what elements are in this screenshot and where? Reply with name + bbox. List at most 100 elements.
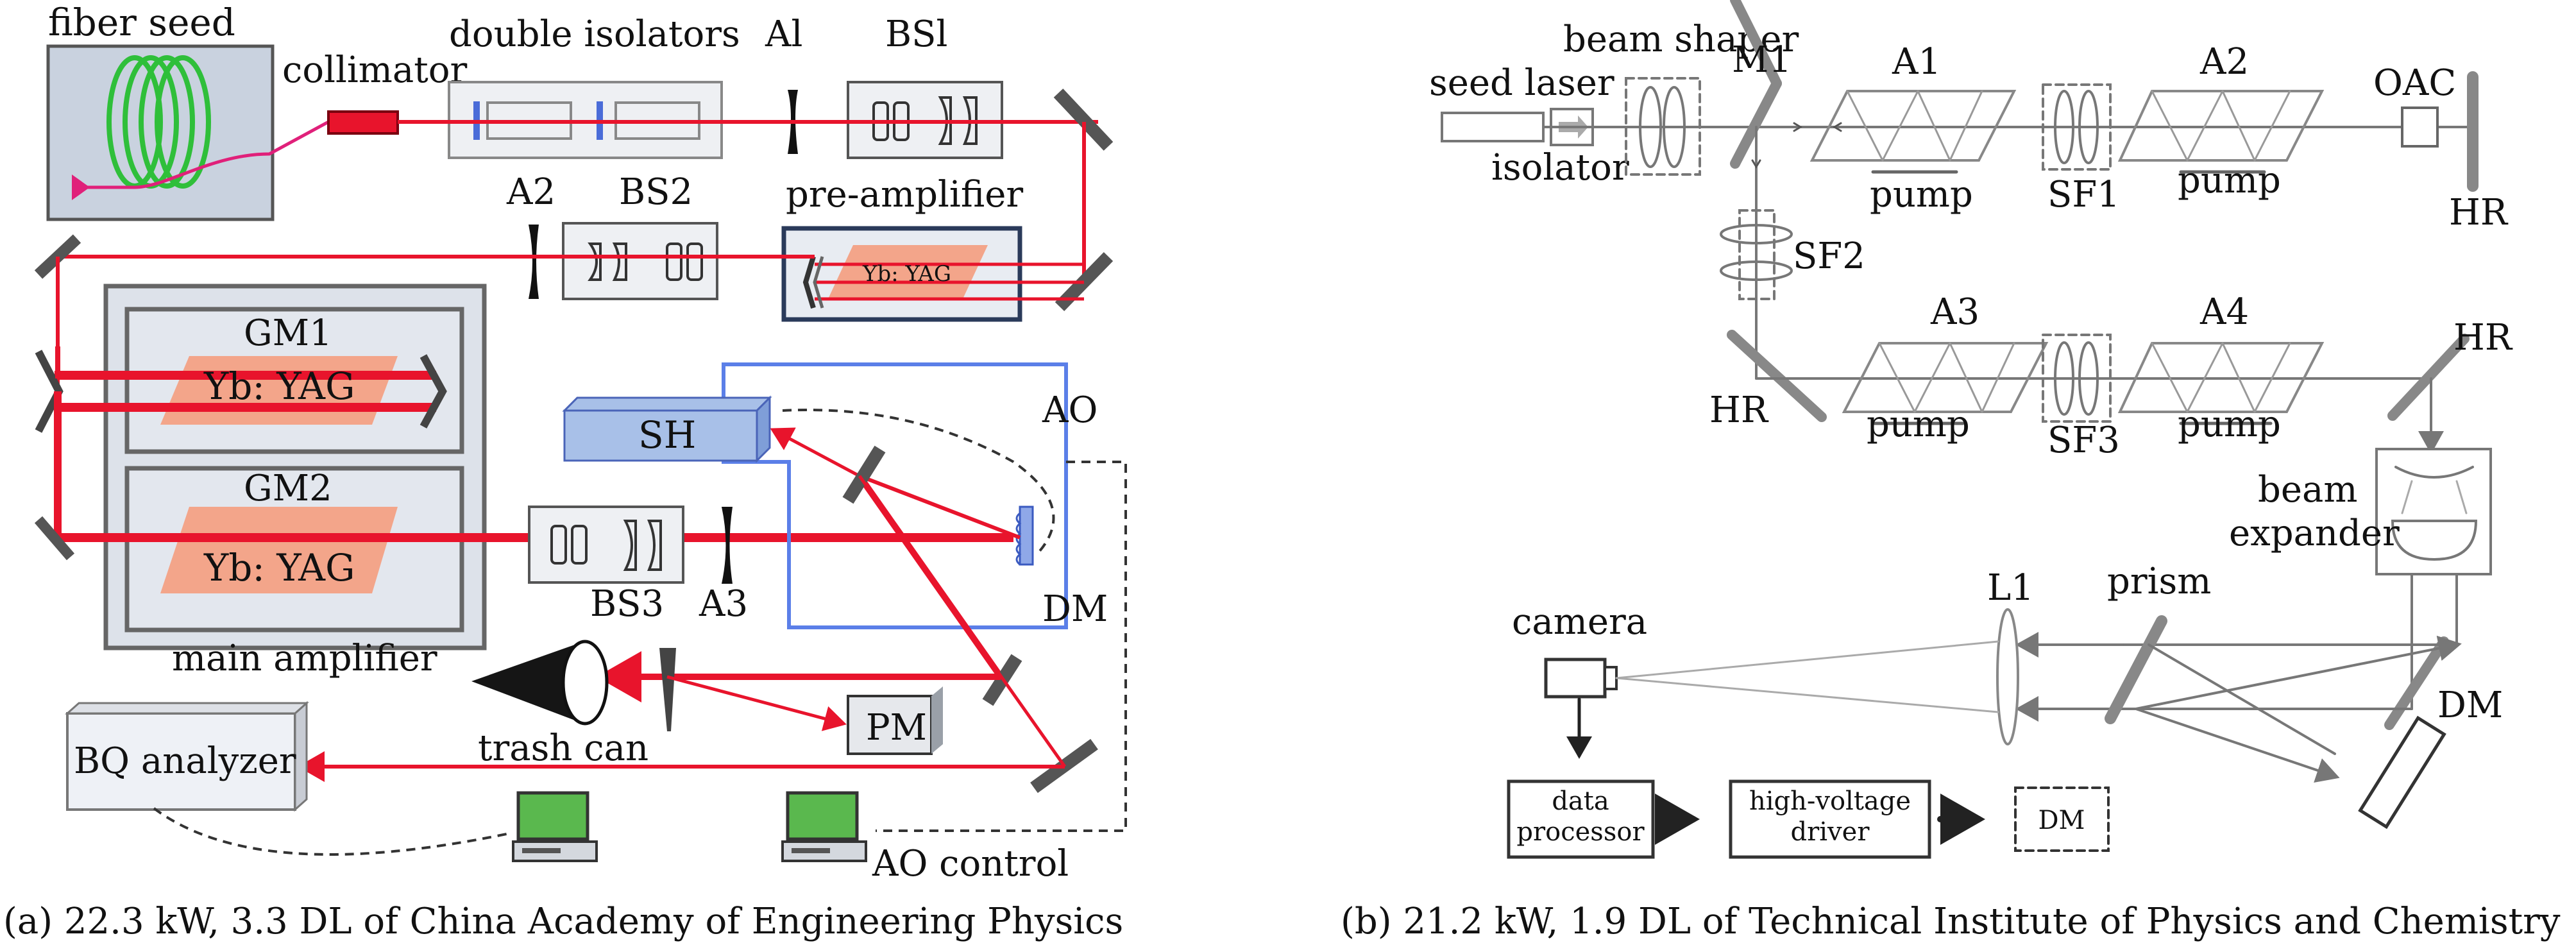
fiber-seed-box [46,44,330,221]
oac [2401,106,2439,148]
beam-expander-label-2: expander [2229,513,2400,554]
camera-label: camera [1512,601,1647,643]
hr-corner-label: HR [2453,317,2513,359]
a4-label-b: A4 [2199,291,2249,333]
caption-a: (a) 22.3 kW, 3.3 DL of China Academy of … [3,901,1123,942]
mirror-ao-upper [842,445,886,504]
bs1-label: BSl [885,13,947,55]
hr-right-label: HR [2449,192,2509,234]
amplifier-a2 [2117,90,2325,174]
beam-splitter-bs2 [562,222,718,300]
mirror-left-gm2 [34,516,75,561]
data-processor [1507,779,1655,859]
gm2-yb-yag: Yb: YAG [203,546,355,590]
camera [1544,658,1618,699]
pre-amp-yb-yag: Yb: YAG [862,261,951,287]
amplifier-a3 [1842,342,2049,425]
m1-label: M1 [1732,39,1792,81]
pump4-label: pump [2178,404,2281,445]
caption-b: (b) 21.2 kW, 1.9 DL of Technical Institu… [1341,901,2561,942]
aperture-a3 [722,507,733,584]
mirror-m1 [1730,0,1782,89]
ao-region [722,362,1068,629]
trash-can-label: trash can [478,727,648,769]
computer-ao [781,791,867,862]
trash-can [471,640,609,726]
mirror-hr-corner [2387,334,2470,421]
amplifier-a4 [2117,342,2325,425]
data-processor-line1: data [1552,786,1609,816]
sf3-label: SF3 [2047,420,2120,461]
a3-label: A3 [699,583,748,625]
mirror-top-right [1053,89,1114,151]
high-voltage-driver [1729,779,1931,859]
bq-analyzer-label: BQ analyzer [74,740,296,782]
double-isolators-label: double isolators [449,13,740,55]
hv-driver-line1: high-voltage [1749,786,1911,816]
l1-label: L1 [1987,567,2034,609]
sf1-label: SF1 [2047,174,2120,216]
panel-a: fiber seed collimator double isolators A… [3,1,1127,942]
spatial-filter-sf3 [2042,334,2112,423]
ao-control-loop [876,461,1127,832]
gm1-yb-yag: Yb: YAG [203,364,355,408]
dm-box-label: DM [2038,806,2085,835]
power-meter [847,686,943,755]
a1-label-b: A1 [1892,41,1941,83]
gm1-label: GM1 [244,312,332,354]
sh-label: SH [638,413,696,457]
hv-driver-line2: driver [1791,817,1870,847]
collimator-label: collimator [282,49,468,91]
dm-label: DM [1042,588,1108,630]
pre-amplifier [781,226,1084,322]
aperture-a2 [529,225,539,299]
a3-label-b: A3 [1930,291,1979,333]
lens-l1 [1996,608,2019,745]
gain-module-gm1 [55,307,464,454]
computer-bq [512,791,598,862]
bs3-label: BS3 [590,583,664,625]
dm-label-b: DM [2437,684,2503,726]
mirror-dm-b [2384,636,2449,730]
seed-laser [1441,112,1545,142]
sh-dm-link [782,409,1055,553]
main-amplifier-label: main amplifier [172,638,437,679]
beam-splitter-bs3 [528,506,684,584]
sh-sensor [562,395,772,463]
isolator-label: isolator [1491,147,1629,189]
beam-expander-label-1: beam [2258,469,2357,511]
pump2-label: pump [2178,160,2281,201]
dm-box-b [2014,786,2110,852]
spatial-filter-sf2 [1720,209,1793,300]
gm2-label: GM2 [244,468,332,509]
oac-label: OAC [2373,62,2456,104]
mirror-hr-left [1727,330,1827,422]
pm-label: PM [866,707,927,749]
panel-b: seed laser isolator beam shaper M1 A1 pu… [1341,0,2561,942]
sf2-label: SF2 [1793,235,1865,277]
fiber-seed-label: fiber seed [48,1,235,44]
a2-label: A2 [506,171,555,213]
pump1-label: pump [1870,174,1973,216]
a1-label: Al [765,13,802,55]
pump3-label: pump [1867,404,1970,445]
prism [2105,615,2167,724]
gain-module-gm2 [55,466,1013,633]
prism-label: prism [2107,561,2211,602]
spatial-filter-sf1 [2042,83,2112,171]
seed-laser-label: seed laser [1429,62,1614,104]
data-processor-line2: processor [1516,817,1645,847]
deformable-mirror [1015,506,1034,566]
bs2-label: BS2 [619,171,693,213]
amplifier-a1 [1809,90,2017,174]
dm-sensor-b [2358,715,2446,829]
hr-left-label: HR [1709,389,1769,431]
ao-label: AO [1042,389,1097,431]
splitter-plate [659,648,676,731]
beam-expander [2375,448,2492,575]
ao-control-label: AO control [872,843,1069,885]
collimator [327,110,399,135]
bq-analyzer [65,701,309,812]
